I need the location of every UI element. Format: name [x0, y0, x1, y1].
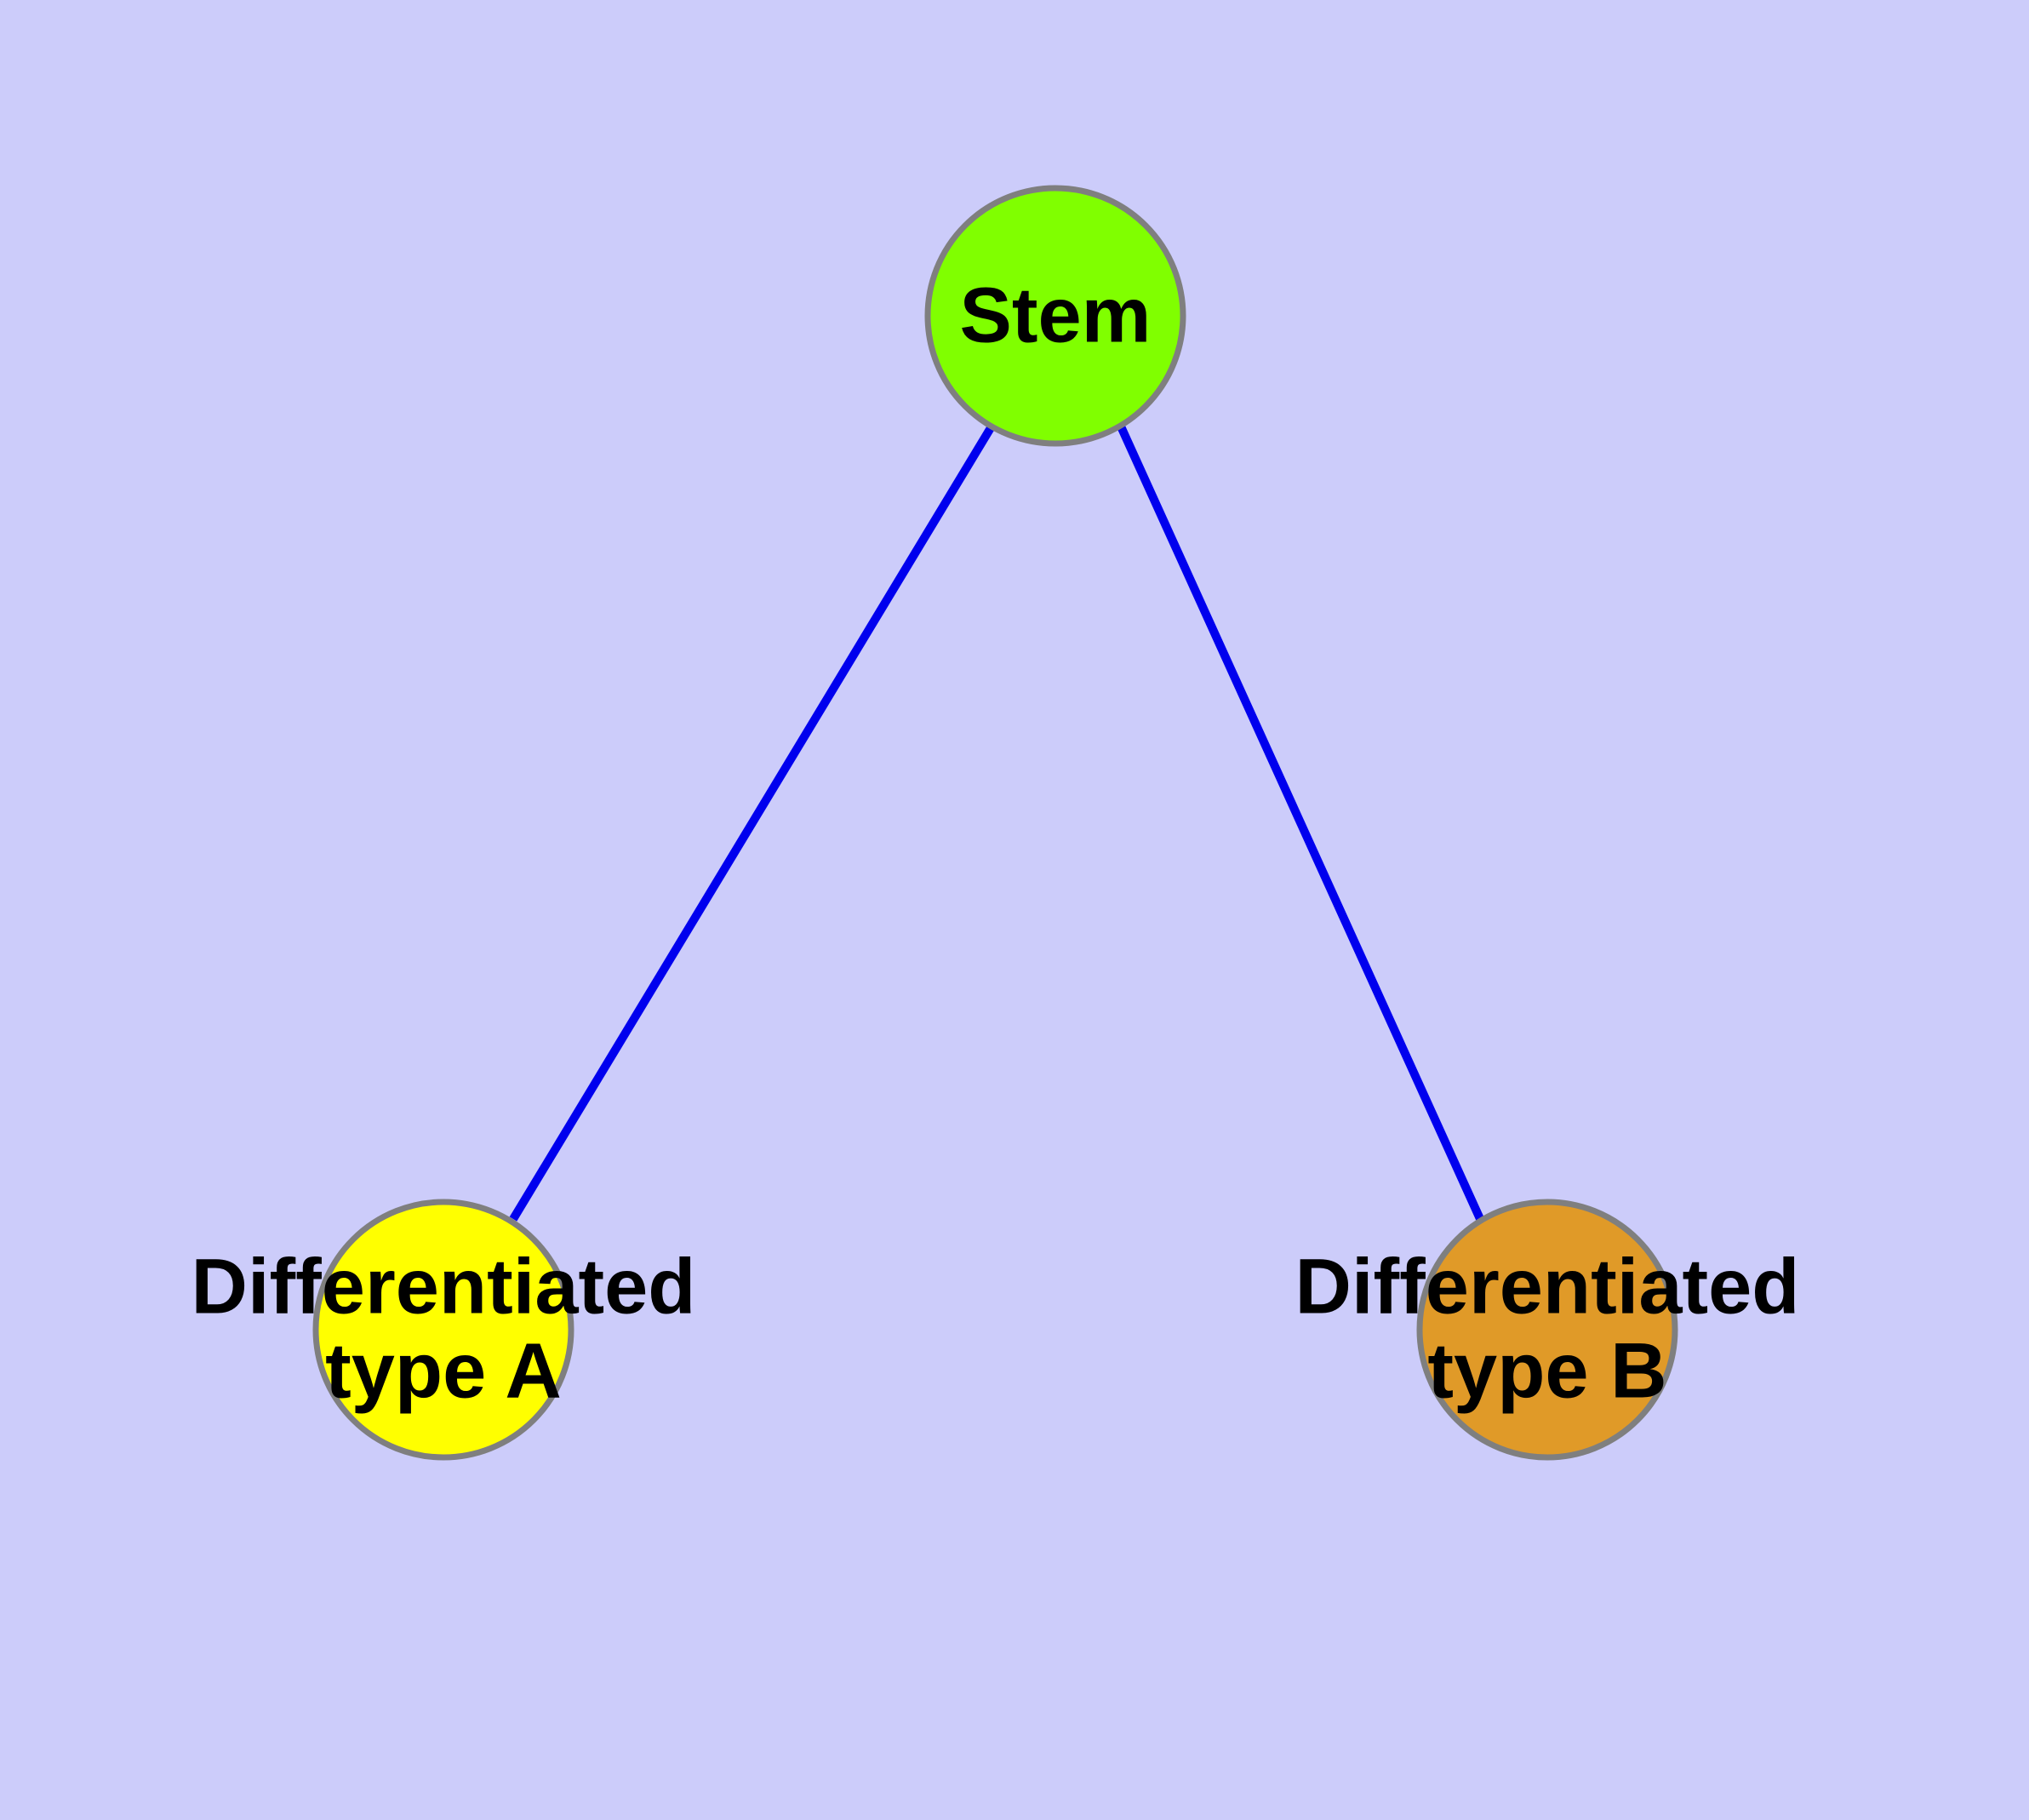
node-stem[interactable]: [924, 185, 1186, 447]
edges-layer: [509, 424, 1485, 1223]
nodes-layer: [312, 185, 1678, 1461]
node-diff_a[interactable]: [312, 1199, 574, 1461]
node-diff_b[interactable]: [1416, 1199, 1678, 1461]
edge-stem-to-diff-b: [1117, 424, 1485, 1223]
edge-stem-to-diff-a: [509, 424, 996, 1222]
